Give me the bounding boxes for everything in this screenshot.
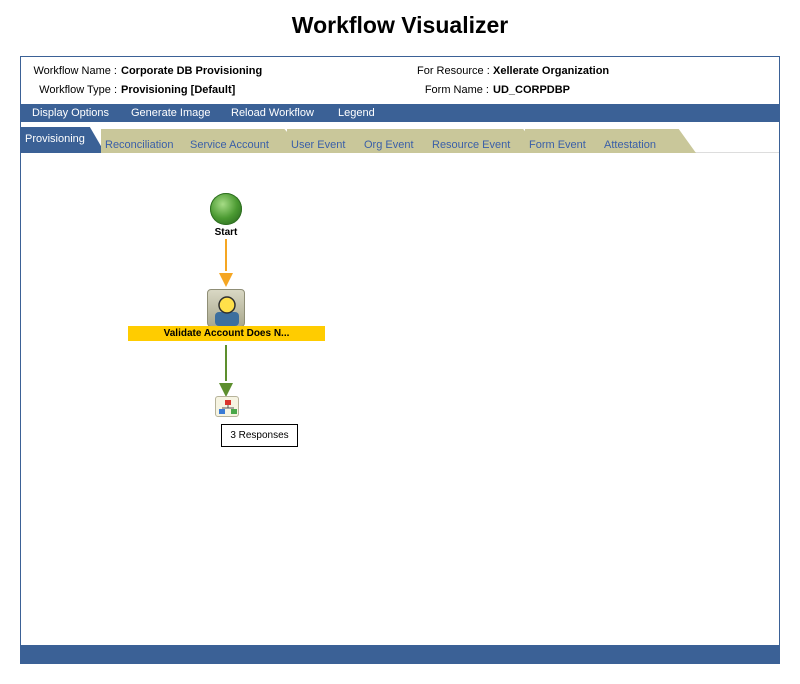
for-resource-row: For Resource :Xellerate Organization (417, 65, 609, 83)
tab-user-event-label: User Event (291, 139, 346, 151)
workflow-canvas: Start Validate Account Does N... 3 Respo… (21, 153, 779, 645)
tab-strip: Provisioning Reconciliation Service Acco… (21, 127, 779, 153)
tab-org-event-label: Org Event (364, 139, 414, 151)
responses-label[interactable]: 3 Responses (221, 424, 298, 447)
workflow-connectors (219, 239, 233, 397)
workflow-type-label: Workflow Type : (39, 84, 117, 96)
tab-service-account[interactable]: Service Account (186, 129, 306, 153)
start-label: Start (214, 227, 238, 238)
tab-attestation[interactable]: Attestation (600, 129, 696, 153)
user-task-icon[interactable] (207, 289, 245, 327)
workflow-type-value: Provisioning [Default] (121, 84, 236, 96)
form-name-value: UD_CORPDBP (493, 84, 571, 96)
menu-bar: Display Options Generate Image Reload Wo… (21, 104, 779, 124)
tab-reconciliation-label: Reconciliation (105, 139, 174, 151)
user-task-glyph (215, 296, 239, 326)
tab-attestation-label: Attestation (604, 139, 656, 151)
task-to-responses-arrowhead (219, 383, 233, 397)
workflow-name-row: Workflow Name : Corporate DB Provisioning (29, 65, 262, 83)
page-title: Workflow Visualizer (291, 12, 509, 38)
menu-legend[interactable]: Legend (338, 107, 375, 119)
menu-display-options[interactable]: Display Options (32, 107, 110, 119)
start-to-task-arrowhead (219, 273, 233, 287)
tab-resource-event[interactable]: Resource Event (428, 129, 544, 153)
form-name-label: Form Name : (424, 84, 489, 96)
workflow-name-value: Corporate DB Provisioning (121, 65, 263, 77)
hierarchy-icon[interactable] (215, 396, 239, 417)
tab-provisioning[interactable]: Provisioning (21, 127, 105, 153)
green-orb-icon[interactable] (210, 193, 242, 225)
tab-service-account-label: Service Account (190, 139, 269, 151)
workflow-name-label: Workflow Name : (33, 65, 117, 77)
for-resource-label: For Resource : (417, 65, 490, 77)
workflow-type-row: Workflow Type : Provisioning [Default] (29, 84, 235, 102)
form-name-row: Form Name : UD_CORPDBP (417, 84, 570, 102)
bottom-bar (21, 645, 779, 663)
menu-generate-image[interactable]: Generate Image (131, 107, 211, 119)
for-resource-value: Xellerate Organization (493, 65, 610, 77)
tab-form-event-label: Form Event (529, 139, 586, 151)
task-label[interactable]: Validate Account Does N... (128, 326, 325, 341)
tab-resource-event-label: Resource Event (432, 139, 511, 151)
tab-provisioning-label: Provisioning (25, 133, 85, 145)
workflow-frame: Workflow Name : Corporate DB Provisioning… (20, 56, 780, 664)
hierarchy-glyph (219, 400, 237, 414)
menu-reload-workflow[interactable]: Reload Workflow (231, 107, 314, 119)
